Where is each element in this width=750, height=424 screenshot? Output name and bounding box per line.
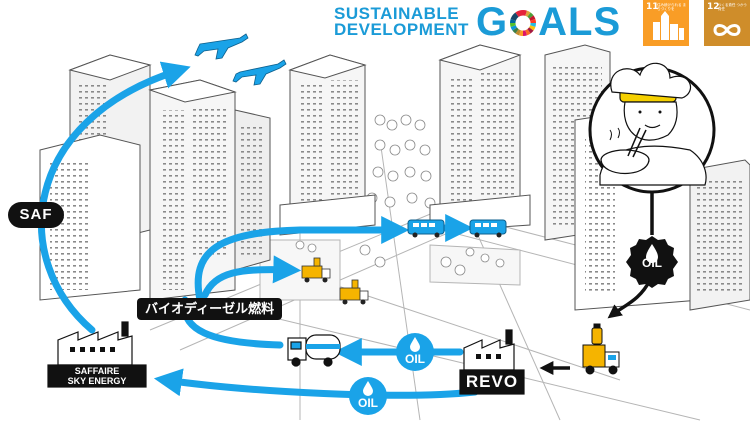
biodiesel-label: バイオディーゼル燃料 (137, 298, 283, 320)
oil-drop-icon (410, 337, 420, 352)
city-icon (653, 11, 684, 40)
center-buildings (279, 44, 531, 236)
left-buildings (39, 54, 271, 301)
oil-to-saffaire-arrow (153, 368, 479, 399)
sdg-tile-number: 11 (646, 2, 659, 12)
bus-icon (407, 219, 445, 238)
infinity-icon (713, 24, 741, 36)
saf-flow-arrow (38, 61, 191, 334)
tree-rows (295, 114, 505, 276)
sdg-color-wheel-icon (508, 2, 538, 42)
airplane-icon (194, 33, 249, 60)
sdg-tile-caption: 住み続けられる まちづくりを (657, 3, 687, 11)
oil-drop-icon (646, 244, 658, 263)
saffaire-label: SAFFAIRE SKY ENERGY (48, 366, 146, 386)
revo-factory-icon (459, 329, 525, 395)
tank-truck-icon (287, 334, 341, 367)
saffaire-label-line1: SAFFAIRE (74, 366, 120, 376)
saffaire-factory-icon (47, 321, 147, 388)
oil-collection-truck-icon (582, 323, 620, 375)
oil-gear-badge (626, 236, 678, 288)
chef-illustration (588, 62, 716, 194)
sdg-tile-caption: つくる責任 つかう責任 (718, 3, 748, 11)
revo-label: REVO (465, 372, 519, 391)
goals-letters-als: ALS (538, 0, 622, 44)
goals-wordmark: G (476, 2, 621, 42)
sdg-title-line2: DEVELOPMENT (334, 20, 469, 39)
saf-label: SAF (8, 202, 64, 228)
oil-drop-badge-upper (396, 333, 434, 371)
sdg-title: SUSTAINABLE DEVELOPMENT (334, 4, 469, 39)
oil-gear-label: OIL (642, 256, 662, 270)
sdg-tile-number: 12 (707, 2, 720, 12)
oil-drop-badge-lower (349, 377, 387, 415)
delivery-truck-icon (339, 279, 369, 305)
biodiesel-to-buses-arrow (194, 216, 410, 304)
goals-letter-g: G (476, 0, 509, 44)
oil-drop-icon (363, 381, 373, 396)
airplane-icon (232, 59, 287, 86)
sdg-tile-11: 11 住み続けられる まちづくりを (643, 0, 689, 46)
biodiesel-to-trucks-arrow (201, 255, 302, 299)
oil-lower-label: OIL (358, 396, 378, 410)
sdg-title-line1: SUSTAINABLE (334, 4, 460, 23)
saffaire-label-line2: SKY ENERGY (67, 376, 127, 386)
sdg-tile-12: 12 つくる責任 つかう責任 (704, 0, 750, 46)
delivery-truck-icon (301, 257, 331, 283)
oil-upper-label: OIL (405, 352, 425, 366)
bus-icon (469, 219, 507, 238)
